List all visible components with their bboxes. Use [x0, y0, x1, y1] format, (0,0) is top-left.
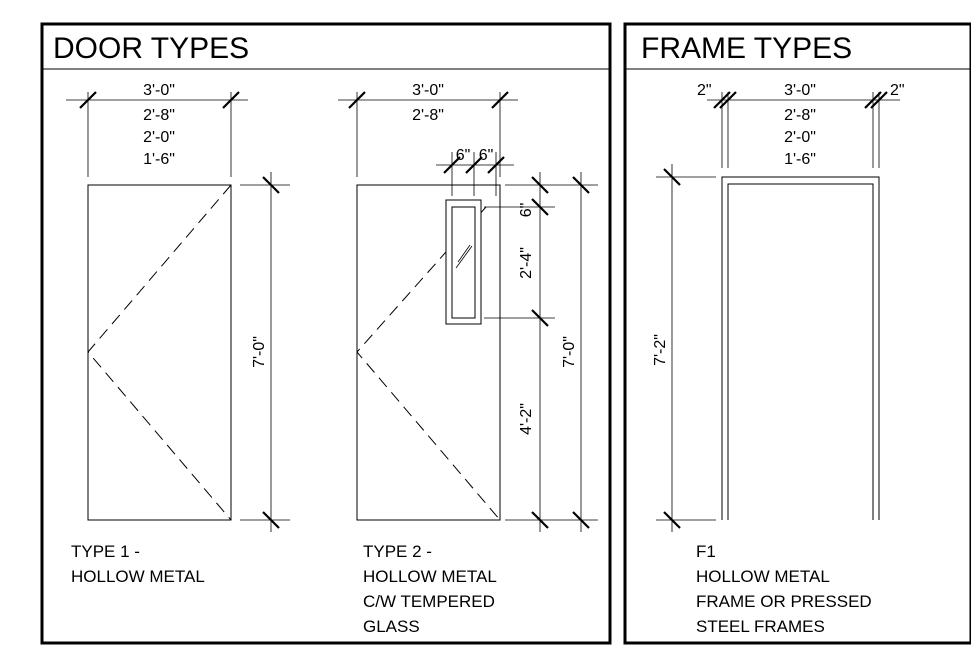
type2-width-2: 2'-8": [412, 107, 444, 124]
f1-jamb-left: 2": [697, 82, 712, 99]
f1-width-tick-3: [864, 91, 882, 109]
type2-inner-tick-1: [531, 176, 549, 194]
type1-swing-line: [87, 184, 232, 521]
type2-width-1: 3'-0": [412, 82, 444, 99]
type2-glass-offset-tick-1: [443, 156, 461, 174]
type2-label-line3: C/W TEMPERED: [363, 592, 495, 611]
type2-width-tick-right: [491, 91, 509, 109]
type1-width-3: 2'-0": [143, 129, 175, 146]
f1-width-tick-4: [870, 91, 888, 109]
frame-types-panel: FRAME TYPES 2" 2" 3'-0" 2'-8" 2'-0" 1'-6…: [623, 22, 971, 645]
type2-lower-height: 4'-2": [518, 403, 535, 435]
door-type-1: 3'-0" 2'-8" 2'-0" 1'-6" 7'-0" TYPE 1 - H…: [66, 82, 290, 586]
type1-width-1: 3'-0": [143, 82, 175, 99]
type1-height: 7'-0": [251, 336, 268, 368]
f1-width-tick-1: [713, 91, 731, 109]
frame-type-f1: 2" 2" 3'-0" 2'-8" 2'-0" 1'-6" 7'-2" F1 H…: [652, 82, 905, 636]
f1-jamb-right: 2": [890, 82, 905, 99]
type2-label-line1: TYPE 2 -: [363, 542, 432, 561]
f1-width-4: 1'-6": [784, 151, 816, 168]
f1-width-3: 2'-0": [784, 129, 816, 146]
type2-inner-tick-3: [531, 309, 549, 327]
type1-width-tick-right: [222, 91, 240, 109]
type2-glass-offset-tick-3: [487, 156, 505, 174]
type2-top-offset: 6": [518, 203, 535, 218]
f1-label-line2: HOLLOW METAL: [696, 567, 830, 586]
type2-glass-offset-1: 6": [456, 147, 471, 164]
type2-inner-tick-4: [531, 511, 549, 529]
f1-width-1: 3'-0": [784, 82, 816, 99]
f1-height-tick-bottom: [663, 511, 681, 529]
type2-swing-line: [356, 206, 501, 521]
type1-label-line2: HOLLOW METAL: [71, 567, 205, 586]
f1-frame-inner: [727, 183, 874, 520]
type2-glass-frame: [445, 199, 482, 325]
type2-label-line2: HOLLOW METAL: [363, 567, 497, 586]
f1-label-line4: STEEL FRAMES: [696, 617, 825, 636]
door-types-title: DOOR TYPES: [53, 32, 249, 65]
door-types-border: [40, 22, 612, 645]
type1-door-leaf: [87, 184, 232, 521]
type1-width-4: 1'-6": [143, 151, 175, 168]
frame-types-border: [623, 22, 971, 645]
type2-height-tick-top: [572, 176, 590, 194]
type2-glass-hatch-1: [455, 245, 473, 269]
type1-width-2: 2'-8": [143, 107, 175, 124]
f1-width-2: 2'-8": [784, 107, 816, 124]
type2-height: 7'-0": [561, 336, 578, 368]
type2-inner-tick-2: [531, 198, 549, 216]
type2-height-tick-bottom: [572, 511, 590, 529]
type2-glass-pane: [451, 206, 476, 319]
door-types-panel: DOOR TYPES 3'-0" 2'-8" 2'-0" 1'-6" 7'-0"…: [40, 22, 612, 645]
f1-width-tick-2: [719, 91, 737, 109]
type2-glass-hatch-2: [457, 244, 471, 263]
door-type-2: 3'-0" 2'-8" 6" 6": [338, 82, 598, 636]
f1-height-tick-top: [663, 168, 681, 186]
type1-height-tick-top: [262, 176, 280, 194]
type2-width-tick-left: [348, 91, 366, 109]
type1-label-line1: TYPE 1 -: [71, 542, 140, 561]
type1-width-tick-left: [79, 91, 97, 109]
type2-glass-offset-2: 6": [479, 147, 494, 164]
f1-frame-outer: [721, 176, 880, 520]
type1-height-tick-bottom: [262, 511, 280, 529]
frame-types-title: FRAME TYPES: [641, 32, 852, 65]
type2-glass-height: 2'-4": [518, 247, 535, 279]
f1-label-line1: F1: [696, 542, 716, 561]
type2-label-line4: GLASS: [363, 617, 420, 636]
type2-glass-offset-tick-2: [465, 156, 483, 174]
f1-height: 7'-2": [652, 334, 669, 366]
f1-label-line3: FRAME OR PRESSED: [696, 592, 872, 611]
